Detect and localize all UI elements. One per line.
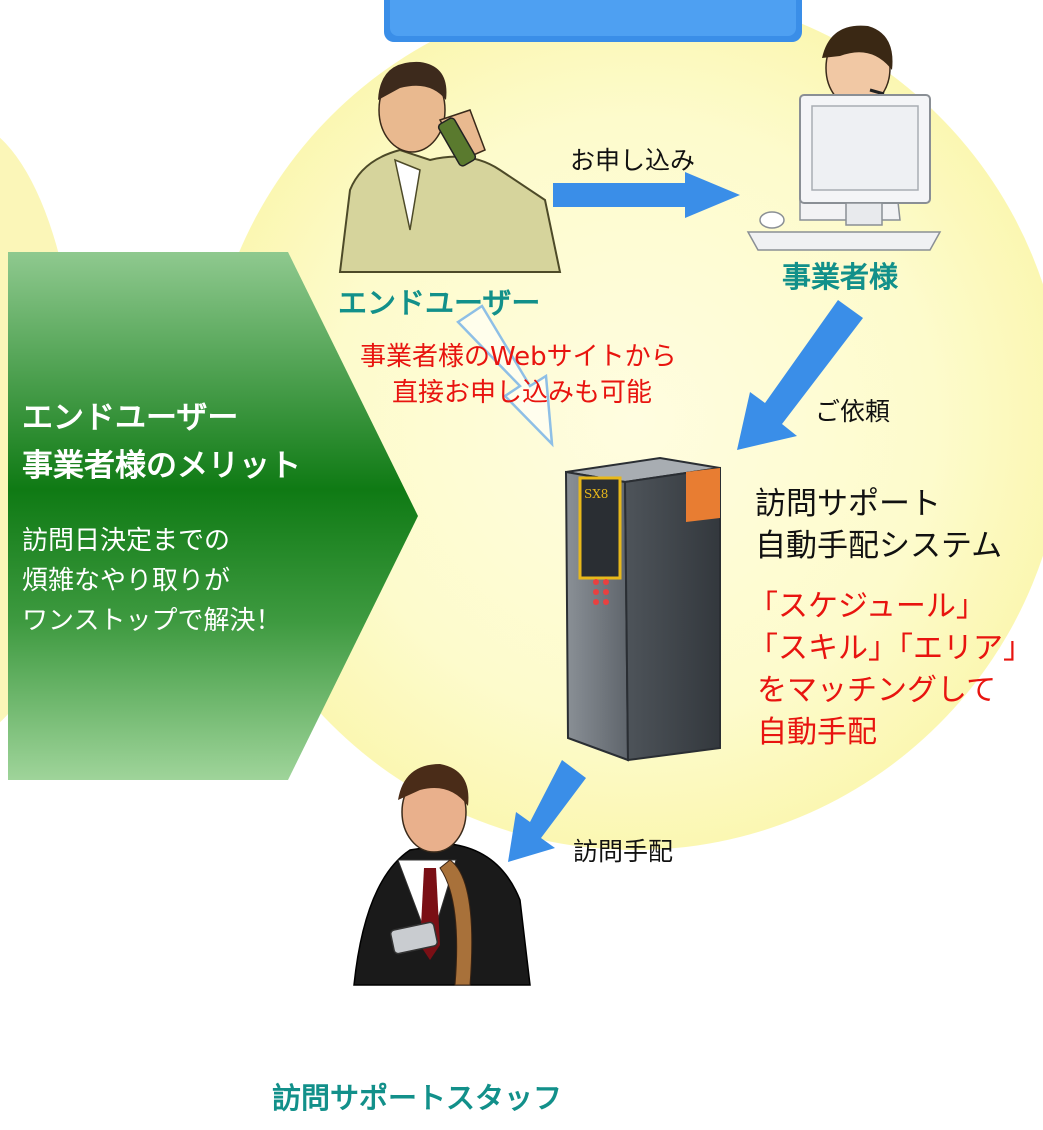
system-name-line1: 訪問サポート (755, 486, 941, 522)
dispatch-arrow-label: 訪問手配 (573, 837, 674, 866)
request-arrow-label: ご依頼 (815, 397, 891, 426)
apply-arrow (553, 172, 740, 218)
web-note-line2: 直接お申し込みも可能 (392, 378, 653, 408)
server-tower-illustration (564, 456, 721, 762)
merit-body-line1: 訪問日決定までの (22, 526, 231, 556)
merit-title-line2: 事業者様のメリット (22, 448, 301, 484)
system-desc-line4: 自動手配 (757, 715, 877, 750)
system-desc-line1: 「スケジュール」 (748, 589, 986, 624)
operator-illustration (746, 25, 942, 251)
merit-body-line2: 煩雑なやり取りが (22, 566, 231, 596)
system-desc-line2: 「スキル」「エリア」 (748, 631, 1033, 666)
dispatch-arrow (508, 760, 586, 862)
merit-body-line3: ワンストップで解決！ (22, 606, 282, 636)
web-direct-arrow (456, 304, 554, 448)
operator-label: 事業者様 (782, 260, 899, 294)
end-user-label: エンドユーザー (338, 286, 541, 320)
system-desc-line3: をマッチングして (757, 673, 997, 708)
apply-arrow-label: お申し込み (570, 146, 696, 175)
staff-label: 訪問サポートスタッフ (272, 1081, 563, 1115)
request-arrow (737, 300, 863, 450)
server-badge: SX8 (584, 487, 609, 501)
staff-illustration (353, 764, 531, 986)
end-user-illustration (338, 61, 562, 273)
system-name-line2: 自動手配システム (755, 528, 1003, 564)
merit-title-line1: エンドユーザー (22, 400, 239, 436)
merit-panel (8, 252, 418, 780)
web-note-line1: 事業者様のWebサイトから (360, 342, 677, 372)
